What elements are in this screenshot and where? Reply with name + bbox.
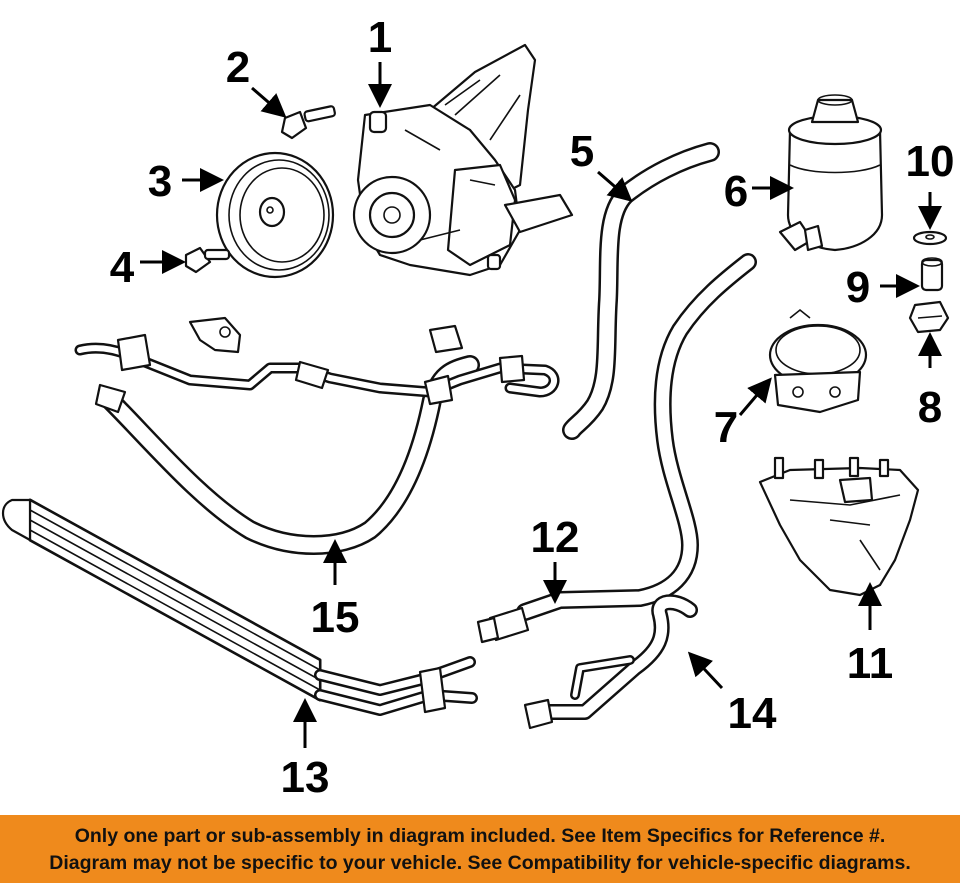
disclaimer-banner: Only one part or sub-assembly in diagram… [0,815,960,883]
callout-13: 13 [281,753,330,802]
fluid-cooler [1,498,478,716]
pressure-line-15 [74,316,560,555]
leader-arrows [140,62,942,748]
callout-10: 10 [906,137,955,186]
callout-6: 6 [724,167,748,216]
callout-2: 2 [226,43,250,92]
callout-8: 8 [918,383,942,432]
callout-1: 1 [368,13,392,62]
pump-pulley [215,151,335,279]
washer [912,230,948,246]
mounting-bolt [280,105,336,140]
parts-diagram: 1 2 3 4 5 6 7 8 9 10 11 12 13 14 15 [1,13,955,802]
callout-12: 12 [531,513,580,562]
sleeve [920,257,944,292]
fluid-reservoir [778,94,884,252]
mounting-bracket [758,456,920,597]
grommet [908,300,950,334]
reservoir-bracket [768,308,868,414]
callout-9: 9 [846,263,870,312]
callout-7: 7 [714,403,738,452]
pressure-hose-12 [476,253,757,644]
callout-14: 14 [728,689,777,738]
callout-5: 5 [570,127,594,176]
power-steering-pump [352,43,574,277]
callout-3: 3 [148,157,172,206]
disclaimer-line-1: Only one part or sub-assembly in diagram… [74,825,886,847]
pulley-bolt [184,246,231,274]
disclaimer-line-2: Diagram may not be specific to your vehi… [49,852,911,874]
callout-15: 15 [311,593,360,642]
return-hose-5 [562,142,720,440]
hose-assembly-14 [523,594,698,730]
callout-4: 4 [110,243,135,292]
callout-labels: 1 2 3 4 5 6 7 8 9 10 11 12 13 14 15 [110,13,955,802]
callout-11: 11 [847,639,894,688]
